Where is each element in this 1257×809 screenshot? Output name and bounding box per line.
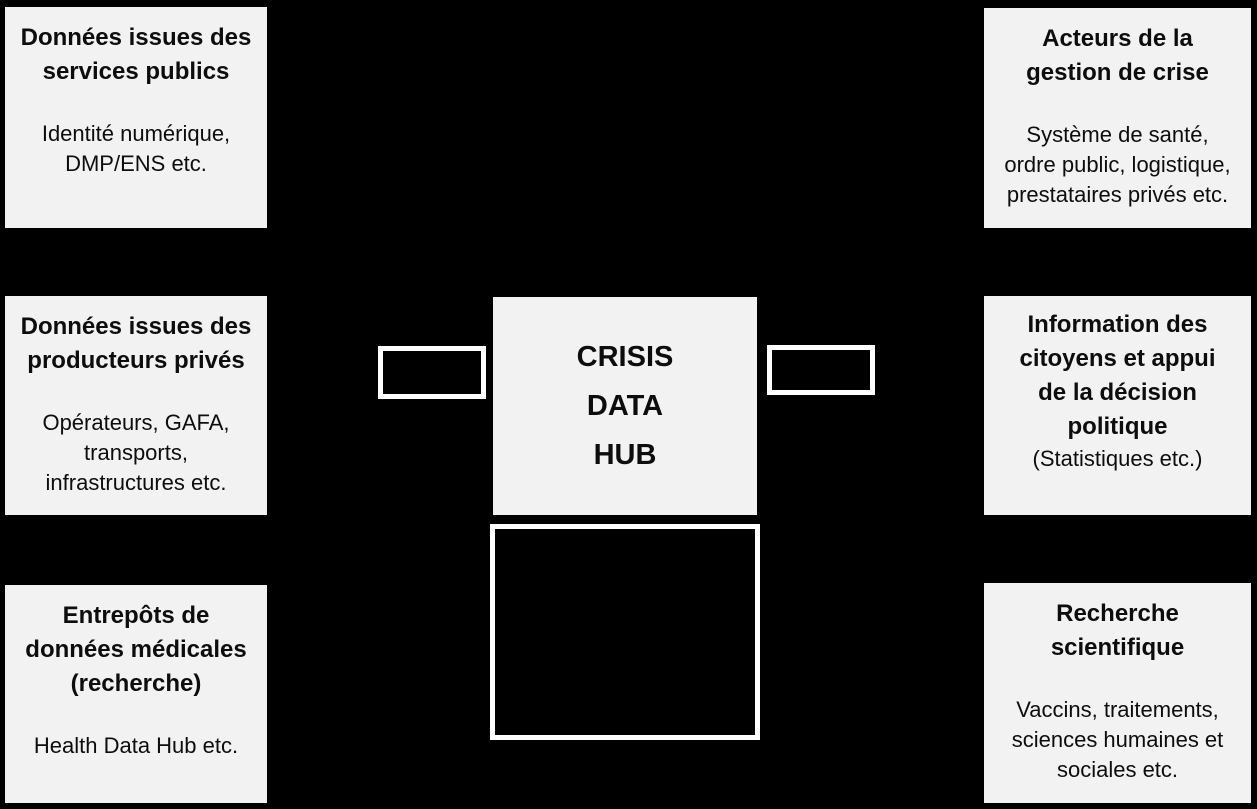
use-box-title: Acteurs de la gestion de crise (1026, 25, 1209, 86)
use-box-citizen-information: Information des citoyens et appui de la … (984, 296, 1251, 515)
use-box-title: Recherche scientifique (1050, 600, 1185, 661)
crisis-data-hub-box: CRISIS DATA HUB (493, 297, 757, 515)
use-box-body: Système de santé, ordre public, logistiq… (1004, 122, 1231, 207)
connector-left-flow (378, 346, 486, 399)
source-box-medical-warehouses: Entrepôts de données médicales (recherch… (5, 585, 267, 803)
source-box-title: Données issues des services publics (20, 24, 252, 85)
source-box-private-producers: Données issues des producteurs privés Op… (5, 296, 267, 515)
use-box-subtitle: (Statistiques etc.) (1032, 446, 1203, 471)
use-box-scientific-research: Recherche scientifique Vaccins, traiteme… (984, 583, 1251, 803)
use-box-body: Vaccins, traitements, sciences humaines … (1011, 697, 1224, 782)
use-box-crisis-management-actors: Acteurs de la gestion de crise Système d… (984, 8, 1251, 228)
source-box-body: Identité numérique, DMP/ENS etc. (41, 121, 231, 176)
source-box-body: Opérateurs, GAFA, transports, infrastruc… (42, 410, 230, 495)
source-box-title: Données issues des producteurs privés (20, 313, 252, 374)
connector-right-flow (767, 345, 875, 395)
connector-bottom-box (490, 524, 760, 740)
source-box-public-services: Données issues des services publics Iden… (5, 7, 267, 228)
crisis-data-hub-label: CRISIS DATA HUB (576, 340, 674, 471)
source-box-body: Health Data Hub etc. (33, 733, 239, 758)
use-box-title: Information des citoyens et appui de la … (1019, 311, 1216, 440)
source-box-title: Entrepôts de données médicales (recherch… (25, 602, 247, 697)
